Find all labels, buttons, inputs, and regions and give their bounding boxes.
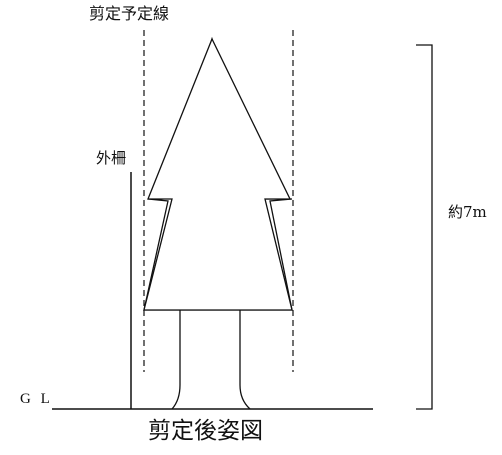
diagram-caption: 剪定後姿図 (148, 418, 263, 444)
ground-level-label: G L (20, 391, 53, 407)
tree-crown-outline (143, 37, 293, 311)
height-label: 約7m (448, 203, 487, 221)
prune-line-label: 剪定予定線 (89, 4, 170, 23)
height-dimension-bracket (416, 44, 433, 410)
outer-fence-label: 外柵 (96, 149, 127, 167)
tree-trunk (171, 310, 251, 410)
